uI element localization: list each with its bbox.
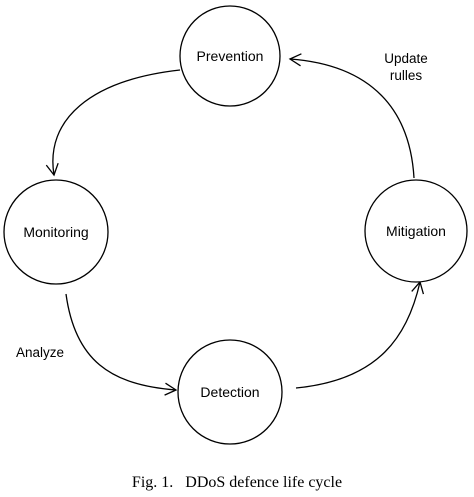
edge-label-update: Update bbox=[384, 51, 428, 66]
node-mitigation-label: Mitigation bbox=[386, 223, 446, 239]
node-mitigation: Mitigation bbox=[364, 179, 468, 283]
figure-caption: Fig. 1. DDoS defence life cycle bbox=[131, 474, 343, 491]
node-prevention-label: Prevention bbox=[197, 48, 264, 64]
node-monitoring-label: Monitoring bbox=[23, 224, 88, 240]
node-monitoring: Monitoring bbox=[3, 179, 109, 285]
edge-label-rulles: rulles bbox=[390, 68, 423, 83]
edge-monitoring-to-detection bbox=[65, 293, 178, 396]
node-detection: Detection bbox=[177, 339, 283, 445]
edge-label-analyze: Analyze bbox=[16, 345, 64, 360]
node-prevention: Prevention bbox=[179, 5, 281, 107]
edge-mitigation-to-prevention bbox=[288, 53, 415, 179]
edge-prevention-to-monitoring bbox=[45, 69, 181, 177]
node-detection-label: Detection bbox=[200, 384, 259, 400]
edge-detection-to-mitigation bbox=[295, 280, 425, 389]
